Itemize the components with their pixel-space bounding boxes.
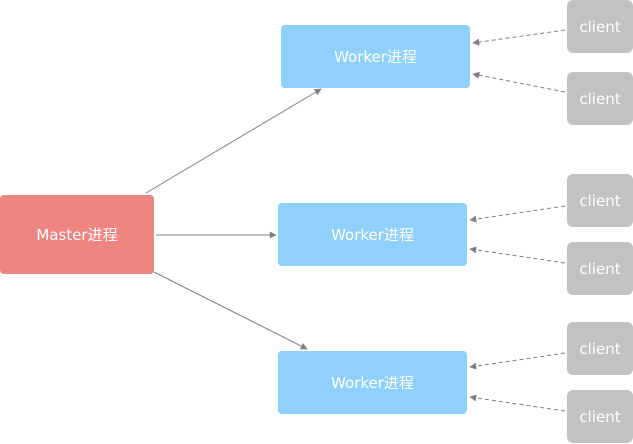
edge-master-worker-1 xyxy=(145,88,322,194)
worker-process-label: Worker进程 xyxy=(331,226,414,244)
worker-process-label: Worker进程 xyxy=(334,48,417,66)
client-label: client xyxy=(579,17,621,36)
edge-client-3-worker-2 xyxy=(469,205,566,223)
client-label: client xyxy=(579,339,621,358)
worker-process-node-1: Worker进程 xyxy=(281,25,470,88)
edge-client-4-worker-2 xyxy=(469,246,566,264)
client-label: client xyxy=(579,191,621,210)
edge-master-worker-3 xyxy=(153,271,308,350)
master-process-node: Master进程 xyxy=(0,195,154,274)
edge-client-6-worker-3 xyxy=(469,394,566,412)
edge-client-1-worker-1 xyxy=(472,29,566,46)
edge-client-2-worker-1 xyxy=(472,71,566,93)
client-node-6: client xyxy=(567,390,633,443)
worker-process-node-3: Worker进程 xyxy=(278,351,467,414)
client-label: client xyxy=(579,89,621,108)
client-node-3: client xyxy=(567,174,633,227)
client-label: client xyxy=(579,259,621,278)
edge-client-5-worker-3 xyxy=(469,352,566,370)
client-label: client xyxy=(579,407,621,426)
master-process-label: Master进程 xyxy=(36,226,118,244)
worker-process-label: Worker进程 xyxy=(331,374,414,392)
client-node-1: client xyxy=(567,0,633,53)
client-node-4: client xyxy=(567,242,633,295)
worker-process-node-2: Worker进程 xyxy=(278,203,467,266)
client-node-2: client xyxy=(567,72,633,125)
client-node-5: client xyxy=(567,322,633,375)
